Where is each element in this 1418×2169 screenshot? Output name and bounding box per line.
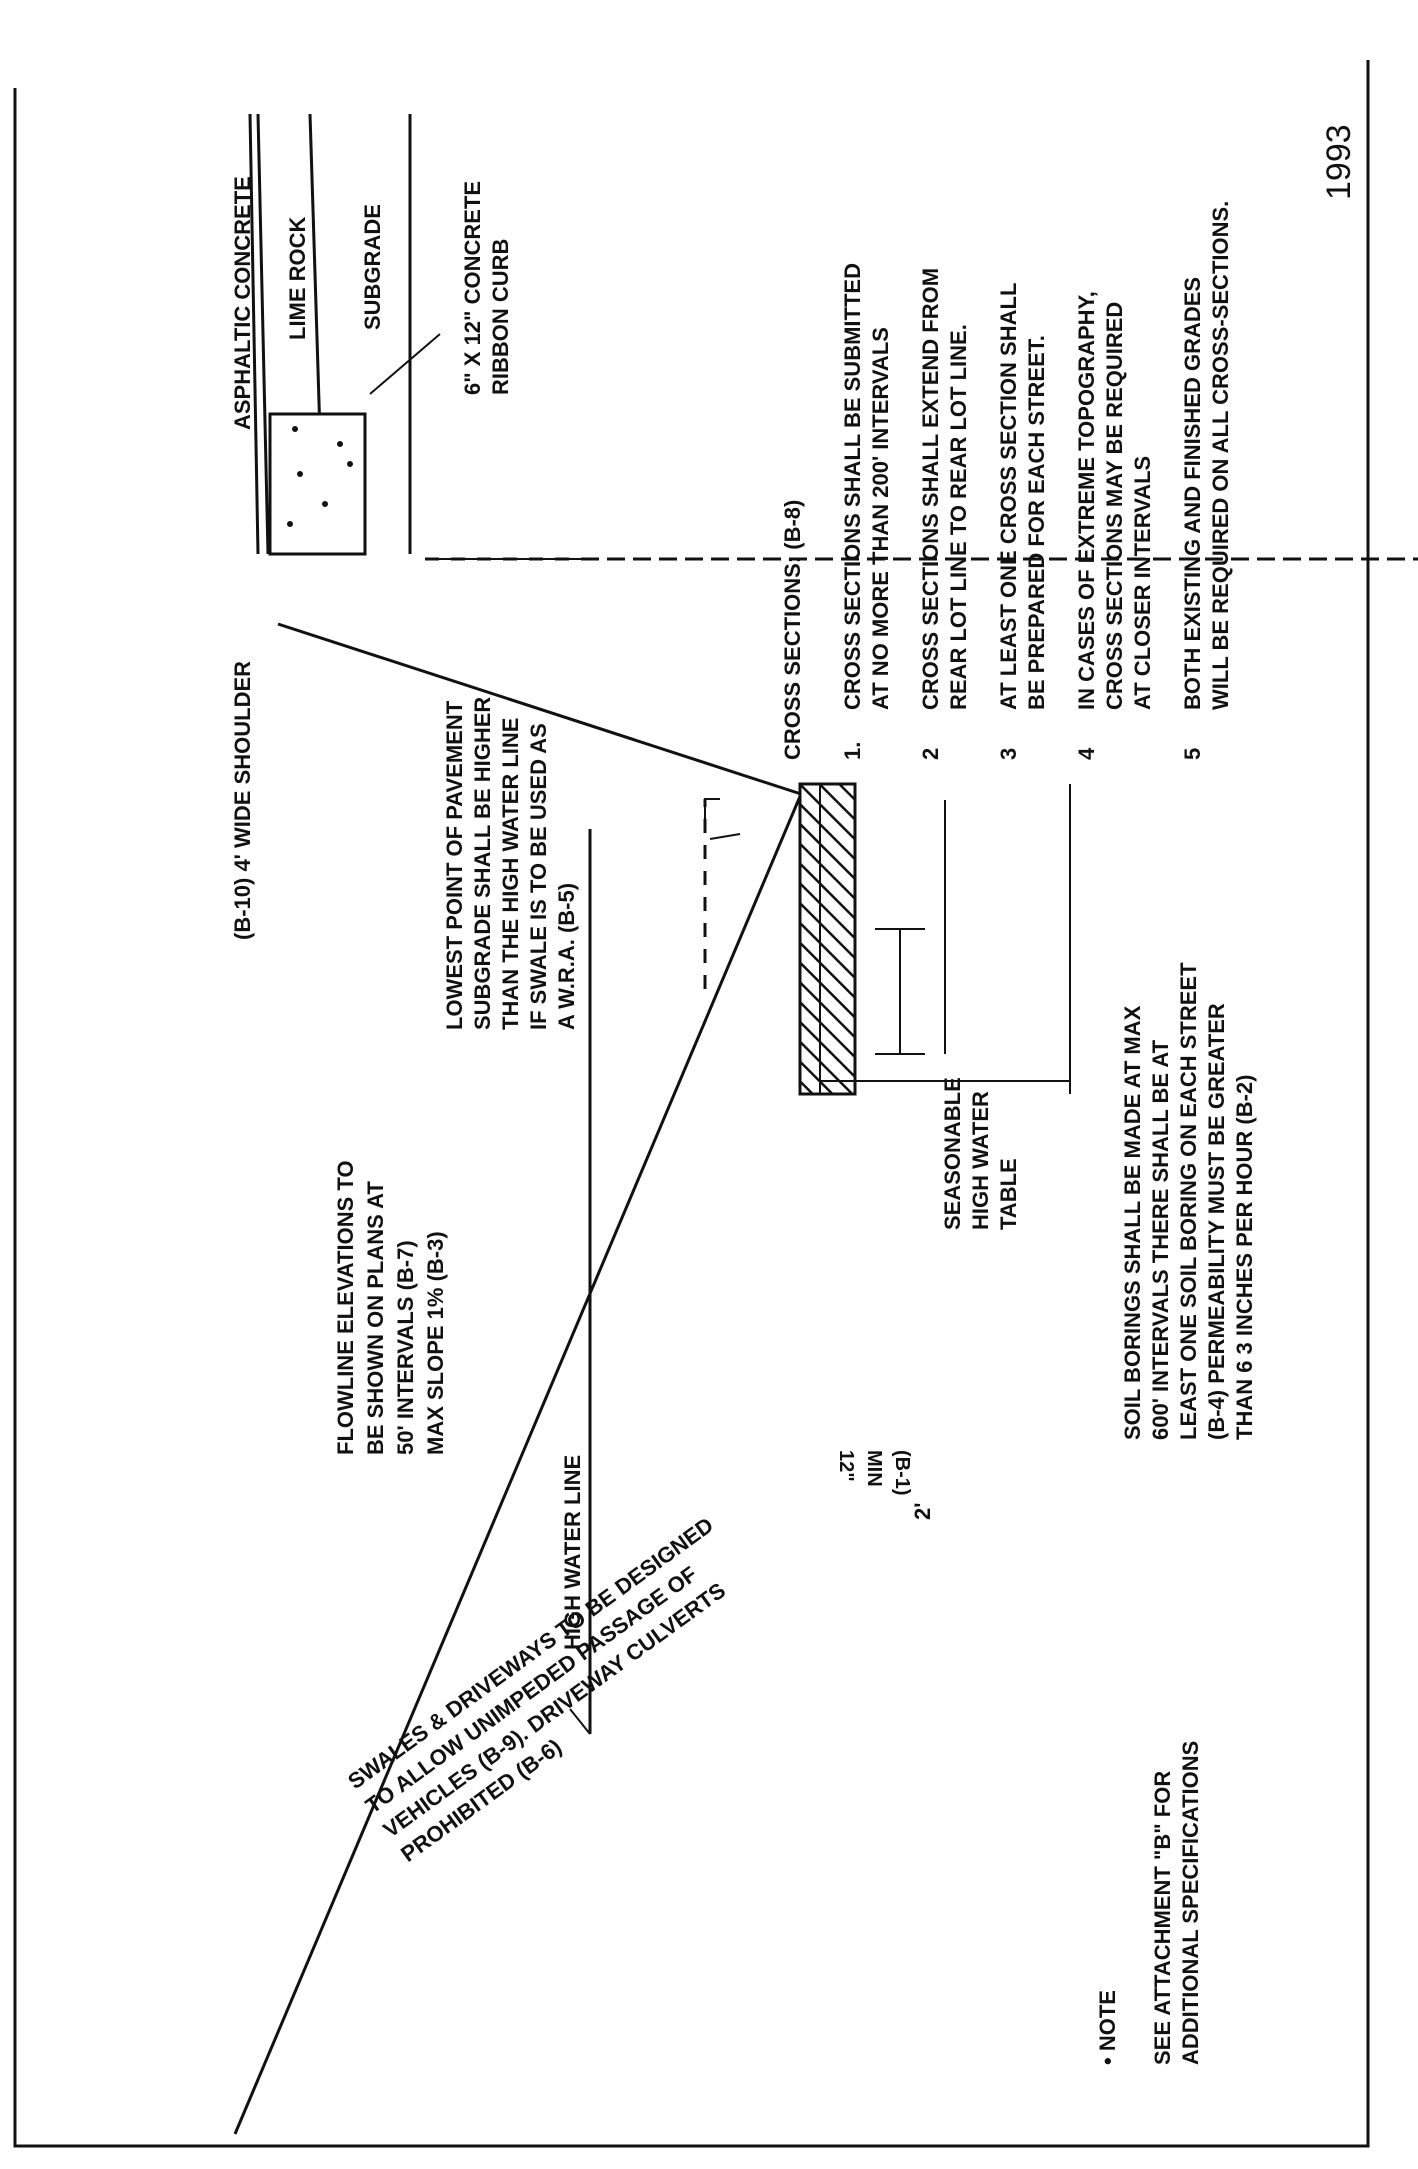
soil-borings-note: SOIL BORINGS SHALL BE MADE AT MAX 600' I… (1120, 962, 1257, 1440)
note-attachment-line: ADDITIONAL SPECIFICATIONS (1178, 1741, 1203, 2065)
soil-boring-column (798, 782, 857, 1096)
lowest-point-line: IF SWALE IS TO BE USED AS (526, 723, 551, 1030)
seasonable-line: SEASONABLE (940, 1077, 965, 1230)
seasonable-table-label: SEASONABLE HIGH WATER TABLE (940, 1077, 1021, 1230)
lowest-point-note: LOWEST POINT OF PAVEMENT SUBGRADE SHALL … (442, 697, 579, 1030)
soil-borings-line: SOIL BORINGS SHALL BE MADE AT MAX (1120, 1005, 1145, 1440)
cross-section-item-line: CROSS SECTIONS MAY BE REQUIRED (1102, 302, 1127, 710)
lowest-point-line: SUBGRADE SHALL BE HIGHER (470, 697, 495, 1030)
cross-section-item-line: REAR LOT LINE TO REAR LOT LINE. (946, 324, 971, 710)
soil-borings-line: LEAST ONE SOIL BORING ON EACH STREET (1176, 962, 1201, 1440)
sheet-border (13, 60, 1370, 2148)
note-block: • NOTE SEE ATTACHMENT "B" FOR ADDITIONAL… (1095, 1741, 1203, 2065)
cross-section-item-line: IN CASES OF EXTREME TOPOGRAPHY, (1074, 291, 1099, 710)
flowline-note-line: BE SHOWN ON PLANS AT (363, 1181, 388, 1455)
cross-section-item-line: AT LEAST ONE CROSS SECTION SHALL (996, 283, 1021, 710)
cross-section-item-line: BOTH EXISTING AND FINISHED GRADES (1180, 277, 1205, 710)
soil-borings-line: (B-4) PERMEABILITY MUST BE GREATER (1204, 1003, 1229, 1440)
cross-section-item-num: 1. (840, 742, 865, 760)
boring-min-label: 12" MIN (B-1) (835, 1450, 913, 1496)
swales-note-line: TO ALLOW UNIMPEDED PASSAGE OF (361, 1561, 702, 1818)
flowline-note-line: 50' INTERVALS (B-7) (393, 1240, 418, 1455)
note-attachment-line: SEE ATTACHMENT "B" FOR (1150, 1771, 1175, 2065)
cross-section-item-num: 4 (1074, 747, 1099, 760)
asphaltic-concrete-label: ASPHALTIC CONCRETE (230, 176, 255, 430)
cross-section-item-line: AT NO MORE THAN 200' INTERVALS (868, 327, 893, 710)
layer-asphalt-bottom (256, 113, 270, 555)
lowest-point-line: LOWEST POINT OF PAVEMENT (442, 700, 467, 1030)
ribbon-curb (268, 412, 367, 556)
flowline-note-line: FLOWLINE ELEVATIONS TO (333, 1160, 358, 1455)
note-marker: • NOTE (1095, 1990, 1120, 2065)
lime-rock-label: LIME ROCK (285, 216, 310, 340)
curb-note-line: RIBBON CURB (488, 239, 513, 395)
drawing-geometry (233, 113, 1418, 2135)
soil-borings-line: THAN 6 3 INCHES PER HOUR (B-2) (1232, 1075, 1257, 1440)
soil-borings-line: 600' INTERVALS THERE SHALL BE AT (1148, 1039, 1173, 1440)
curb-note: 6" X 12" CONCRETE RIBBON CURB (460, 181, 513, 395)
cross-section-item-num: 3 (996, 748, 1021, 760)
boring-min-text: MIN (863, 1450, 885, 1487)
seasonable-line: HIGH WATER (968, 1091, 993, 1230)
shoulder-label: (B-10) 4' WIDE SHOULDER (230, 661, 255, 940)
flowline-note: FLOWLINE ELEVATIONS TO BE SHOWN ON PLANS… (333, 1160, 448, 1455)
cross-section-item-line: WILL BE REQUIRED ON ALL CROSS-SECTIONS. (1208, 201, 1233, 710)
cross-sections-heading: CROSS SECTIONS: (B-8) (780, 500, 805, 760)
high-water-leader (569, 1708, 591, 1735)
curb-leader (369, 333, 441, 395)
swales-note: SWALES & DRIVEWAYS TO BE DESIGNED TO ALL… (343, 1512, 730, 1867)
layer-limerock-bottom (308, 113, 322, 435)
layer-asphalt-top (248, 113, 260, 555)
flowline-note-line: MAX SLOPE 1% (B-3) (423, 1231, 448, 1455)
boring-width-label: 2' (910, 1503, 935, 1520)
curb-note-line: 6" X 12" CONCRETE (460, 181, 485, 395)
seasonable-line: TABLE (996, 1158, 1021, 1230)
lowest-point-line: THAN THE HIGH WATER LINE (498, 718, 523, 1030)
flowline-leader (709, 833, 741, 840)
cross-section-item-num: 2 (918, 748, 943, 760)
subgrade-label: SUBGRADE (360, 204, 385, 330)
high-water-line-label: HIGH WATER LINE (560, 1455, 585, 1650)
cross-section-item-line: BE PREPARED FOR EACH STREET. (1024, 335, 1049, 710)
cross-sections-list: CROSS SECTIONS: (B-8) 1. CROSS SECTIONS … (780, 201, 1233, 760)
cross-section-item-line: CROSS SECTIONS SHALL EXTEND FROM (918, 268, 943, 710)
year-label: 1993 (1320, 124, 1358, 200)
boring-min-ref: (B-1) (891, 1450, 913, 1496)
boring-min-depth: 12" (835, 1450, 857, 1482)
lowest-point-line: A W.R.A. (B-5) (554, 883, 579, 1030)
cross-section-item-line: CROSS SECTIONS SHALL BE SUBMITTED (840, 263, 865, 710)
cross-section-item-line: AT CLOSER INTERVALS (1130, 456, 1155, 710)
flowline-bracket (704, 798, 720, 829)
cross-section-item-num: 5 (1180, 748, 1205, 760)
